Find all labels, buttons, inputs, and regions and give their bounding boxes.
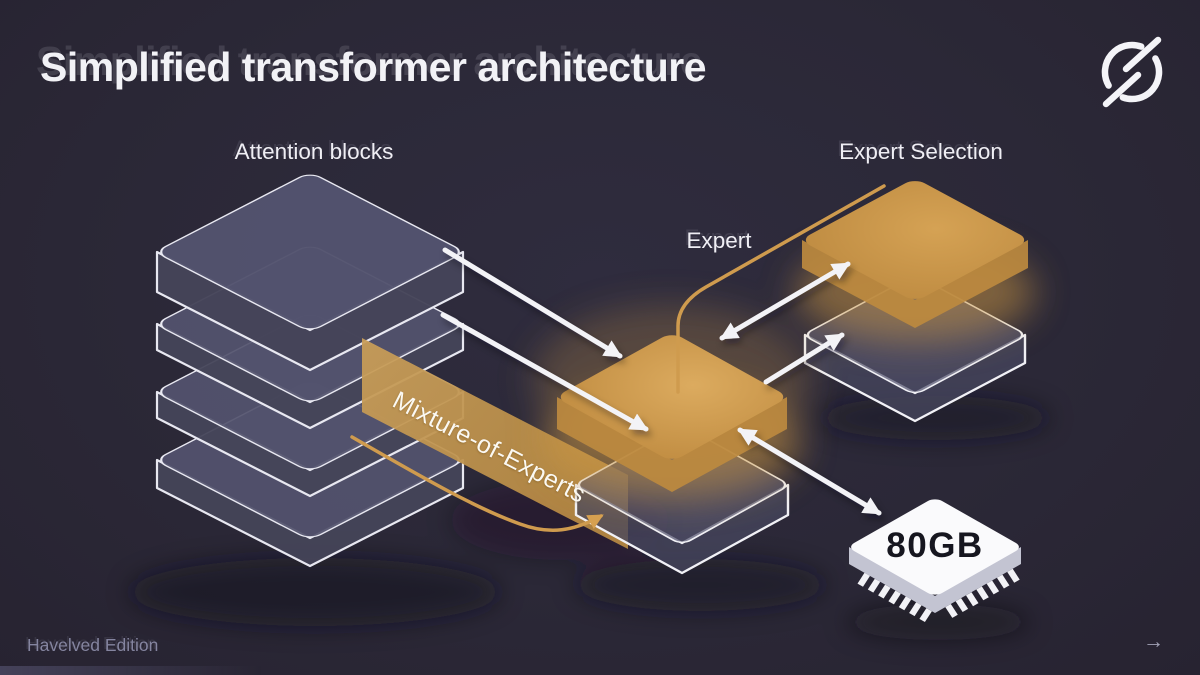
moe-band [362, 338, 628, 549]
gold-connector-line [676, 184, 886, 394]
gold-routing-arrow [350, 435, 604, 533]
chip-capacity-label: 80GB [886, 526, 984, 565]
arrow-expert-to-memory [737, 427, 882, 516]
attention-blocks-label: Attention blocks [234, 139, 394, 164]
expert-label: Expert [686, 228, 752, 253]
arrow-attention-to-expert-1 [442, 247, 623, 359]
bottom-edge-strip [0, 666, 262, 675]
chip-pins [857, 568, 1020, 622]
attention-block [155, 174, 465, 372]
brand-logo-icon [1101, 36, 1163, 108]
arrow-to-selection-base [763, 332, 845, 385]
next-arrow-icon[interactable]: → [1143, 630, 1164, 653]
flow-arrows [440, 247, 882, 516]
arrow-expert-to-selection [719, 261, 851, 341]
arrow-attention-to-expert-2 [440, 312, 649, 432]
memory-chip [849, 499, 1021, 622]
edition-label: Havelved Edition [27, 635, 159, 655]
page-title: Simplified transformer architecture [40, 44, 707, 90]
expert-selection-label: Expert Selection [839, 139, 1003, 164]
